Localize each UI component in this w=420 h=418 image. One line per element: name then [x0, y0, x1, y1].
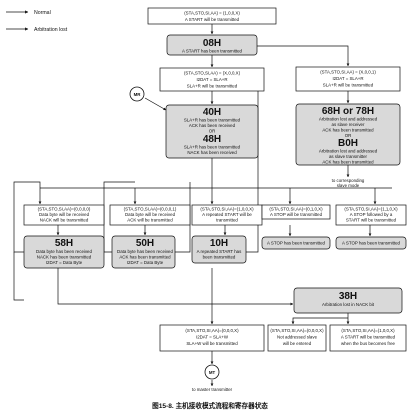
row3-box-2: (STA,STO,SI,AA)=(0,0,0,1) Data byte will… [109, 204, 191, 226]
svg-text:10H: 10H [210, 238, 228, 249]
row3-box-4: (STA,STO,SI,AA)=(0,1,0,X) A STOP will be… [261, 204, 331, 220]
svg-text:A START will be transmitted: A START will be transmitted [341, 335, 396, 340]
svg-text:A repeated START has: A repeated START has [197, 249, 242, 254]
svg-text:Data byte has been received: Data byte has been received [36, 249, 92, 254]
svg-text:I2DAT = Data Byte: I2DAT = Data Byte [46, 260, 83, 265]
svg-text:as slave transmitter: as slave transmitter [329, 154, 368, 159]
figure-caption: 图15-8. 主机接收模式流程和寄存器状态 [152, 401, 268, 410]
svg-text:I2DAT = SLA+W: I2DAT = SLA+W [196, 335, 229, 340]
row3-box-3: (STA,STO,SI,AA)=(1,0,0,X) A repeated STA… [191, 204, 263, 226]
svg-text:NACK has been received: NACK has been received [187, 150, 237, 155]
connectors [13, 24, 392, 387]
svg-text:will be entered: will be entered [283, 341, 312, 346]
svg-text:SLA+R will be transmitted: SLA+R will be transmitted [187, 84, 238, 89]
svg-text:50H: 50H [136, 238, 154, 249]
svg-text:Arbitration lost and addressed: Arbitration lost and addressed [319, 117, 378, 122]
svg-text:A STOP followed by a: A STOP followed by a [350, 212, 393, 217]
svg-text:58H: 58H [55, 238, 73, 249]
svg-text:38H: 38H [339, 291, 357, 302]
svg-text:(STA,STO,SI,AA)=(0,0,0,X): (STA,STO,SI,AA)=(0,0,0,X) [185, 328, 239, 333]
svg-text:Not addressed slave: Not addressed slave [277, 335, 318, 340]
svg-text:SLA+R has been transmitted: SLA+R has been transmitted [184, 145, 241, 150]
svg-text:Data byte will be received: Data byte will be received [39, 212, 90, 217]
svg-text:OR: OR [209, 129, 216, 134]
svg-text:(STA,STO,SI,AA)=(0,0,0,1): (STA,STO,SI,AA)=(0,0,0,1) [124, 207, 177, 212]
svg-text:(STA,STO,SI,AA)=(0,1,0,X): (STA,STO,SI,AA)=(0,1,0,X) [269, 207, 323, 212]
svg-text:A repeated START will be: A repeated START will be [202, 212, 252, 217]
svg-text:A STOP has been transmitted: A STOP has been transmitted [267, 241, 325, 246]
svg-text:SLA+W will be transmitted: SLA+W will be transmitted [186, 341, 238, 346]
mr-connector: MR [129, 86, 145, 102]
svg-text:MT: MT [209, 370, 216, 375]
svg-text:(STA,STO,SI,AA)=(1,0,0,X): (STA,STO,SI,AA)=(1,0,0,X) [341, 328, 395, 333]
svg-text:NACK has been transmitted: NACK has been transmitted [37, 255, 92, 260]
state-38h: 38H Arbitration lost in NACK bit [293, 287, 403, 314]
svg-text:ACK has been transmitted: ACK has been transmitted [119, 255, 171, 260]
to-slave-mode-text: to corresponding slave mode [332, 178, 365, 188]
stop-start-transmitted-box: A STOP has been transmitted [335, 236, 407, 250]
svg-text:Arbitration lost and addressed: Arbitration lost and addressed [319, 149, 378, 154]
row3-box-5: (STA,STO,SI,AA)=(1,1,0,X) A STOP followe… [335, 204, 407, 226]
svg-text:transmitted: transmitted [216, 218, 238, 223]
send-sla-r-box: (STA,STO,SI,AA) = (X,0,0,X) I2DAT = SLA+… [159, 67, 265, 92]
svg-text:SLA+R has been transmitted: SLA+R has been transmitted [184, 118, 241, 123]
svg-text:48H: 48H [203, 134, 221, 145]
svg-text:slave mode: slave mode [337, 183, 360, 188]
legend-arbitration-text: Arbitration lost [34, 27, 68, 33]
svg-text:ACK has been transmitted: ACK has been transmitted [322, 128, 374, 133]
state-50h: 50H Data byte has been received ACK has … [111, 235, 176, 269]
mt-connector: MT [204, 364, 220, 380]
svg-text:as slave receiver: as slave receiver [332, 122, 365, 127]
svg-text:ACK has been transmitted: ACK has been transmitted [322, 160, 374, 165]
svg-text:I2DAT = Data Byte: I2DAT = Data Byte [127, 260, 164, 265]
svg-text:Arbitration lost in NACK bit: Arbitration lost in NACK bit [322, 302, 375, 307]
svg-text:ACK has been received: ACK has been received [189, 123, 236, 128]
svg-text:been transmitted: been transmitted [203, 255, 236, 260]
svg-text:40H: 40H [203, 107, 221, 118]
svg-text:(STA,STO,SI,AA) = (X,0,0,X): (STA,STO,SI,AA) = (X,0,0,X) [184, 71, 241, 76]
svg-text:68H or 78H: 68H or 78H [322, 106, 374, 117]
svg-text:08H: 08H [203, 38, 221, 49]
svg-text:A START has been transmitted: A START has been transmitted [182, 49, 243, 54]
to-master-transmitter-text: to master transmitter [192, 387, 233, 392]
state-40h-48h: 40H SLA+R has been transmitted ACK has b… [165, 104, 259, 159]
svg-text:when the bus becomes free: when the bus becomes free [341, 341, 395, 346]
row3-box-1: (STA,STO,SI,AA)=(0,0,0,0) Data byte will… [23, 204, 105, 226]
svg-text:B0H: B0H [338, 138, 358, 149]
svg-text:(STA,STO,SI,AA)=(1,0,0,X): (STA,STO,SI,AA)=(1,0,0,X) [200, 207, 254, 212]
svg-text:I2DAT = SLA+R: I2DAT = SLA+R [332, 76, 363, 81]
bottom-box-not-addressed: (STA,STO,SI,AA)=(0,0,0,X) Not addressed … [267, 324, 327, 352]
svg-text:A STOP will be transmitted: A STOP will be transmitted [270, 212, 323, 217]
svg-text:(STA,STO,SI,AA) = (X,0,0,1): (STA,STO,SI,AA) = (X,0,0,1) [320, 70, 376, 75]
svg-text:MR: MR [134, 92, 142, 97]
svg-text:Data byte will be received: Data byte will be received [125, 212, 176, 217]
svg-text:ACK will be transmitted: ACK will be transmitted [127, 218, 173, 223]
svg-text:NACK will be transmitted: NACK will be transmitted [40, 218, 89, 223]
svg-text:START will be transmitted: START will be transmitted [346, 218, 397, 223]
legend: Normal Arbitration lost [6, 10, 68, 33]
right-sla-r-box: (STA,STO,SI,AA) = (X,0,0,1) I2DAT = SLA+… [295, 66, 401, 92]
svg-text:A STOP has been transmitted: A STOP has been transmitted [342, 241, 400, 246]
bottom-box-sla-w: (STA,STO,SI,AA)=(0,0,0,X) I2DAT = SLA+W … [159, 324, 265, 352]
svg-text:OR: OR [345, 133, 352, 138]
state-10h: 10H A repeated START has been transmitte… [191, 235, 247, 264]
svg-text:Data byte has been received: Data byte has been received [117, 249, 173, 254]
stop-transmitted-box: A STOP has been transmitted [261, 236, 331, 250]
start-box: (STA,STO,SI,AA) = (1,0,0,X) A START will… [147, 7, 277, 25]
svg-text:A START will be transmitted: A START will be transmitted [185, 17, 240, 22]
svg-text:SLA+R will be transmitted: SLA+R will be transmitted [323, 83, 374, 88]
state-58h: 58H Data byte has been received NACK has… [23, 235, 105, 269]
legend-normal-text: Normal [34, 10, 51, 16]
bottom-box-start-when-free: (STA,STO,SI,AA)=(1,0,0,X) A START will b… [329, 324, 407, 352]
svg-text:I2DAT = SLA+R: I2DAT = SLA+R [196, 77, 227, 82]
svg-text:(STA,STO,SI,AA) = (1,0,0,X): (STA,STO,SI,AA) = (1,0,0,X) [184, 11, 240, 16]
svg-text:(STA,STO,SI,AA)=(0,0,0,X): (STA,STO,SI,AA)=(0,0,0,X) [270, 328, 324, 333]
svg-text:to corresponding: to corresponding [332, 178, 365, 183]
state-68h-78h-b0h: 68H or 78H Arbitration lost and addresse… [295, 103, 401, 166]
state-08h: 08H A START has been transmitted [166, 34, 258, 56]
svg-text:(STA,STO,SI,AA)=(1,1,0,X): (STA,STO,SI,AA)=(1,1,0,X) [344, 207, 398, 212]
svg-text:(STA,STO,SI,AA)=(0,0,0,0): (STA,STO,SI,AA)=(0,0,0,0) [38, 207, 91, 212]
